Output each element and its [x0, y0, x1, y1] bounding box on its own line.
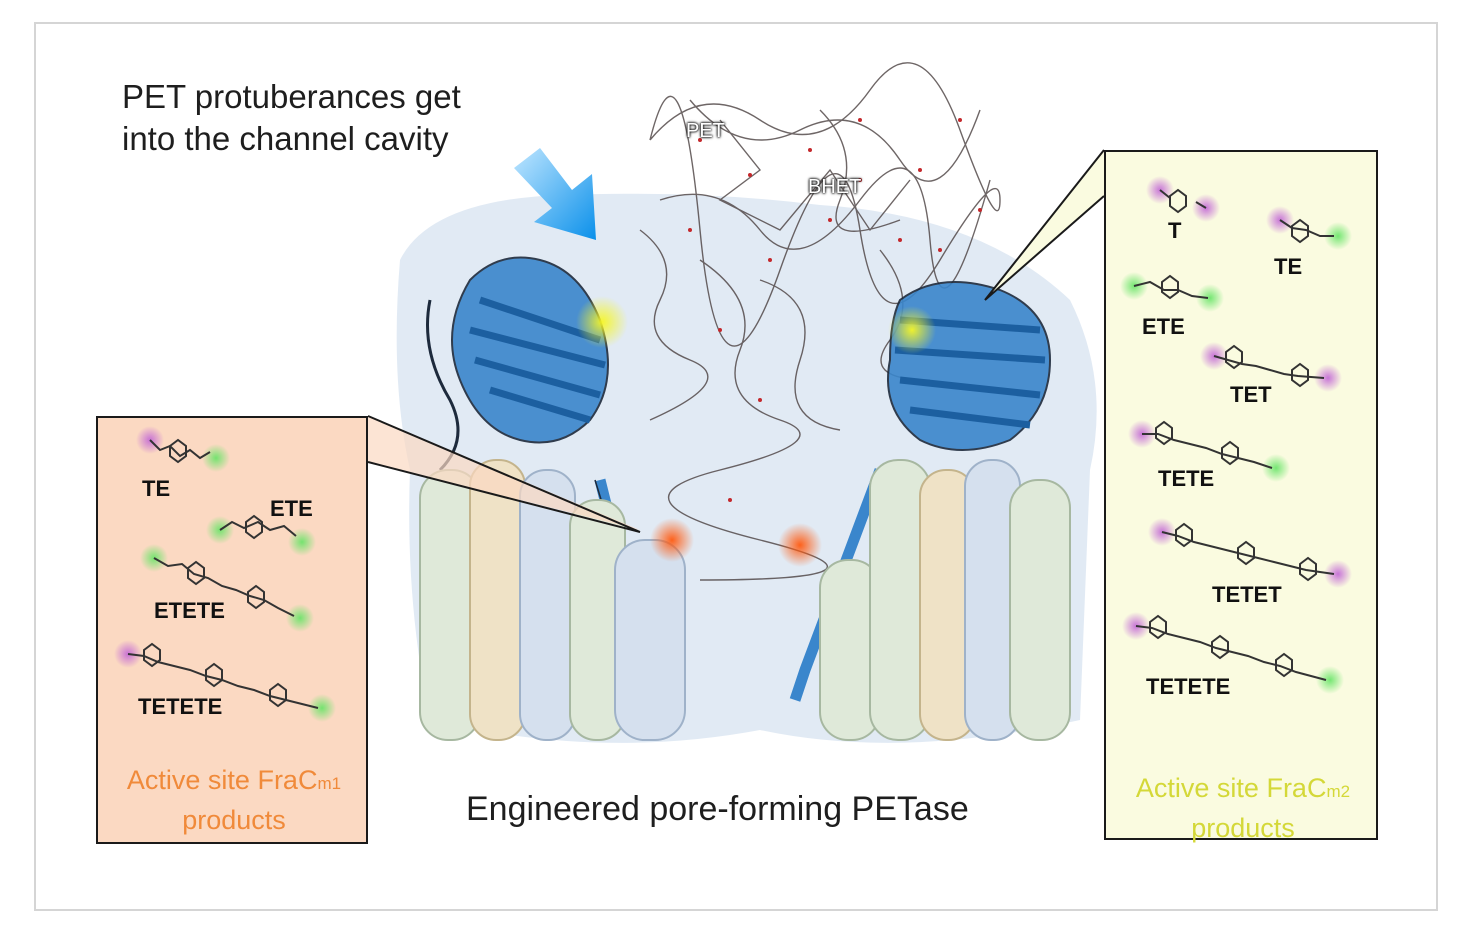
pet-oxygen-dots — [688, 118, 982, 502]
right-molecule-label-ete: ETE — [1142, 314, 1185, 339]
left-protein-ribbon — [426, 256, 609, 472]
molecule-structure — [114, 426, 336, 722]
left-molecule-label-te: TE — [142, 476, 171, 501]
headline-line-1: PET protuberances get — [122, 78, 461, 115]
right-callout-lines — [984, 149, 1105, 301]
pet-tag: PET — [686, 120, 725, 142]
figure-bottom-title: Engineered pore-forming PETase — [466, 790, 969, 828]
down-right-arrow-icon — [514, 148, 596, 240]
left-caption-sub: m1 — [317, 774, 342, 793]
right-molecule-label-tetete: TETETE — [1146, 674, 1231, 699]
right-caption-sub: m2 — [1326, 782, 1351, 801]
left-molecule-structures — [114, 426, 336, 722]
right-molecule-label-t: T — [1168, 218, 1182, 243]
right-molecule-label-tet: TET — [1230, 382, 1272, 407]
bhet-tag: BHET — [808, 176, 862, 198]
molecule-structure — [1120, 176, 1352, 694]
left-sphere-columns — [419, 459, 686, 741]
right-molecule-structures — [1120, 176, 1352, 694]
right-molecule-label-tetet: TETET — [1212, 582, 1282, 607]
left-molecule-label-etete: ETETE — [154, 598, 225, 623]
left-callout-lines — [367, 415, 641, 533]
right-caption-line-2: products — [1191, 813, 1295, 843]
right-panel-caption: Active site FraCm2 products — [1106, 770, 1380, 846]
headline-line-2: into the channel cavity — [122, 120, 449, 157]
headline: PET protuberances get into the channel c… — [122, 76, 461, 160]
right-caption-prefix: Active site FraC — [1135, 773, 1327, 803]
left-active-site-glow — [576, 296, 628, 348]
right-orange-site — [778, 523, 822, 567]
left-caption-line-2: products — [182, 805, 286, 835]
left-molecule-label-tetete: TETETE — [138, 694, 223, 719]
left-orange-site — [650, 518, 694, 562]
left-panel-caption: Active site FraCm1 products — [98, 762, 370, 838]
left-products-panel: TE ETE ETETE TETETE Active site FraCm1 p… — [96, 416, 368, 844]
right-products-panel: T TE ETE TET TETE TETET TETETE Active si… — [1104, 150, 1378, 843]
left-caption-prefix: Active site FraC — [126, 765, 318, 795]
right-molecule-label-tete: TETE — [1158, 466, 1215, 491]
right-molecule-label-te: TE — [1274, 254, 1303, 279]
right-sphere-columns — [819, 459, 1071, 741]
left-molecule-label-ete: ETE — [270, 496, 313, 521]
right-active-site-glow — [888, 306, 936, 354]
